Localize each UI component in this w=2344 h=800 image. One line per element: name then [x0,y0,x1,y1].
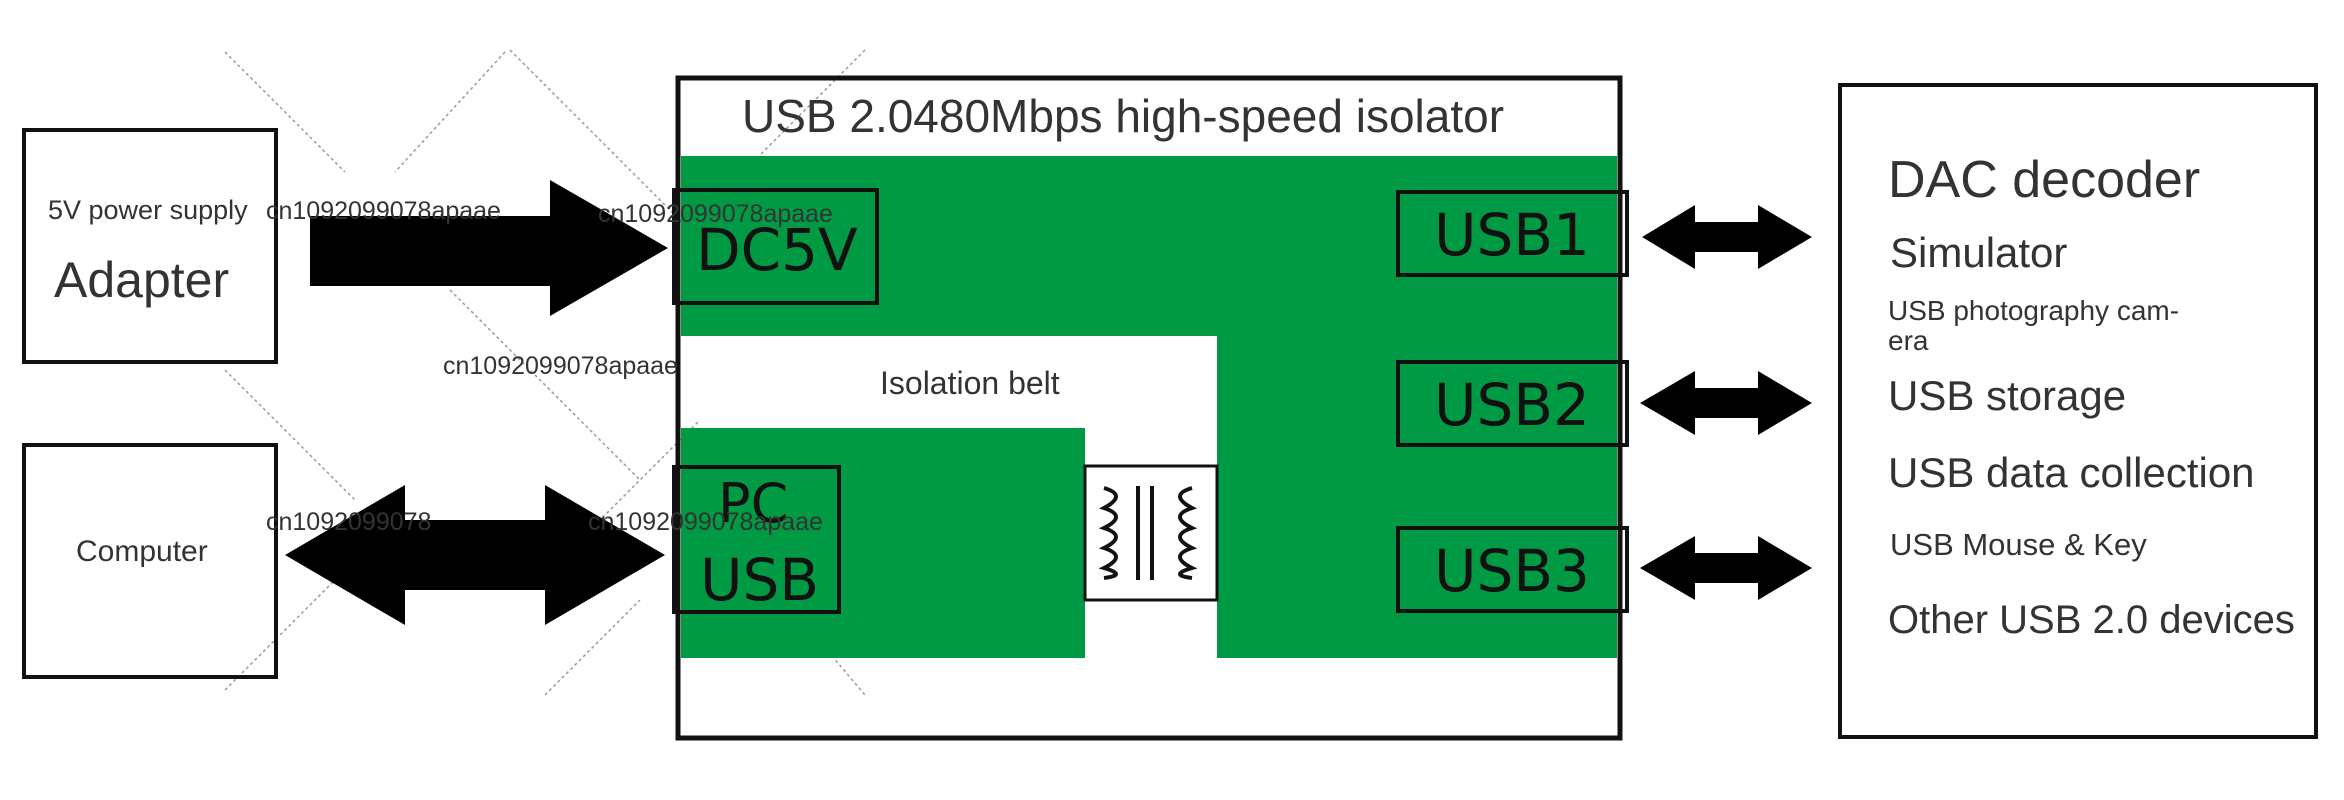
usb2-double-arrow [1640,371,1812,435]
usb1-double-arrow [1642,205,1812,269]
usb3-port [1396,526,1629,613]
usb1-port [1396,190,1629,277]
computer-title: Computer [76,535,208,568]
green-board-upper [681,156,1617,658]
computer-usb-double-arrow [285,485,665,625]
usb2-port-label: USB2 [1434,371,1590,439]
device-dac-decoder: DAC decoder [1888,151,2200,209]
usb2-port [1396,360,1629,447]
usb1-port-label: USB1 [1434,201,1590,269]
green-board-lower [681,428,1085,658]
dc5v-port-label: DC5V [696,216,858,284]
pc-usb-port [672,465,841,614]
pc-usb-port-label-line2: USB [700,546,819,614]
usb3-port-label: USB3 [1434,537,1590,605]
adapter-caption: 5V power supply [48,195,248,225]
watermark-text: cn1092099078 [266,508,431,536]
dc5v-port [672,188,879,305]
device-other-usb: Other USB 2.0 devices [1888,598,2295,642]
devices-box [1838,83,2318,739]
computer-box [22,443,278,679]
adapter-box [22,128,278,364]
device-usb-camera-line1: USB photography cam- [1888,295,2179,326]
watermark-text: cn1092099078apaae [598,200,833,228]
watermark-text: cn1092099078apaae [588,508,823,536]
pc-usb-port-label-line1: PC [718,472,788,535]
device-simulator: Simulator [1890,229,2067,276]
device-usb-storage: USB storage [1888,372,2126,419]
isolator-box [675,75,1623,741]
usb3-double-arrow [1640,536,1812,600]
device-usb-mouse-key: USB Mouse & Key [1890,527,2147,562]
watermark-texts: cn1092099078apaae cn1092099078apaae cn10… [266,197,833,536]
power-arrow [310,180,668,316]
transformer-symbol-icon [1083,464,1219,602]
watermark-text: cn1092099078apaae [266,197,501,225]
watermark-text: cn1092099078apaae [443,352,678,380]
device-usb-data-collection: USB data collection [1888,449,2255,496]
isolation-belt-label: Isolation belt [880,365,1060,401]
adapter-title: Adapter [54,252,229,308]
device-usb-camera-line2: era [1888,325,1929,356]
isolator-title: USB 2.0480Mbps high-speed isolator [742,90,1504,142]
